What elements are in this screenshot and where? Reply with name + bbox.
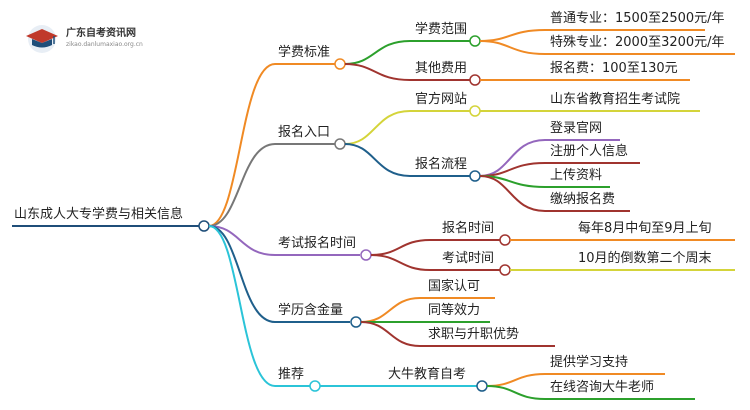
leaf-online-consult: 在线咨询大牛老师 xyxy=(550,380,655,395)
leaf-upload: 上传资料 xyxy=(550,168,603,183)
node-dot-range xyxy=(469,35,481,47)
leaf-registration-period: 每年8月中旬至9月上旬 xyxy=(578,221,712,236)
connector-root-time xyxy=(208,225,360,256)
leaf-study-support: 提供学习支持 xyxy=(550,355,629,370)
node-dot-daniu xyxy=(476,380,488,392)
node-dot-regtime xyxy=(499,234,511,246)
connector-root-recommend xyxy=(208,225,310,387)
node-process: 报名流程 xyxy=(415,157,468,172)
node-diploma-value: 学历含金量 xyxy=(278,303,344,318)
connector-range-special xyxy=(479,40,735,55)
connector-root-entry xyxy=(208,143,335,227)
node-official-site: 官方网站 xyxy=(415,92,468,107)
connector-time-exam xyxy=(370,254,500,271)
connector-root-fees xyxy=(208,63,335,227)
connector-fees-other xyxy=(344,63,470,81)
node-dot-process xyxy=(469,170,481,182)
connector-entry-site xyxy=(344,110,470,145)
leaf-exam-authority: 山东省教育招生考试院 xyxy=(550,92,681,107)
node-dot-entry xyxy=(334,138,346,150)
root-node-dot xyxy=(198,220,210,232)
node-dot-site xyxy=(469,105,481,117)
node-entry: 报名入口 xyxy=(278,125,331,140)
node-fee-range: 学费范围 xyxy=(415,22,468,37)
connector-entry-process xyxy=(344,143,470,177)
connector-process-pay xyxy=(479,175,630,212)
leaf-registration-fee: 报名费：100至130元 xyxy=(550,61,678,76)
leaf-normal-major: 普通专业：1500至2500元/年 xyxy=(550,11,725,26)
leaf-national-recognition: 国家认可 xyxy=(428,279,481,294)
graduation-cap-logo-icon xyxy=(26,25,58,53)
node-exam-schedule: 考试报名时间 xyxy=(278,236,357,251)
leaf-exam-period: 10月的倒数第二个周末 xyxy=(578,251,712,266)
connector-daniu-consult xyxy=(486,385,695,400)
node-dot-examtime xyxy=(499,264,511,276)
connector-fees-range xyxy=(344,40,470,65)
node-other-fees: 其他费用 xyxy=(415,61,468,76)
node-registration-time: 报名时间 xyxy=(442,221,495,236)
node-dot-time xyxy=(360,249,372,261)
node-recommend: 推荐 xyxy=(278,367,305,382)
connector-value-career xyxy=(360,321,555,347)
leaf-career-advantage: 求职与升职优势 xyxy=(428,327,520,342)
root-node: 山东成人大专学费与相关信息 xyxy=(14,207,184,222)
leaf-equal-validity: 同等效力 xyxy=(428,303,481,318)
node-dot-value xyxy=(350,316,362,328)
logo-subtitle: zikao.danlumaxiao.org.cn xyxy=(66,41,143,48)
leaf-pay-fee: 缴纳报名费 xyxy=(550,192,616,207)
leaf-register-info: 注册个人信息 xyxy=(550,144,629,159)
connector-time-reg xyxy=(370,239,500,256)
logo-title: 广东自考资讯网 xyxy=(66,28,136,39)
leaf-special-major: 特殊专业：2000至3200元/年 xyxy=(550,35,725,50)
connector-process-login xyxy=(479,139,620,177)
node-exam-time: 考试时间 xyxy=(442,251,495,266)
node-daniu-education: 大牛教育自考 xyxy=(388,367,467,382)
node-fees: 学费标准 xyxy=(278,45,331,60)
connector-root-value xyxy=(208,225,350,323)
node-dot-recommend xyxy=(309,380,321,392)
leaf-login: 登录官网 xyxy=(550,121,603,136)
node-dot-other xyxy=(469,74,481,86)
node-dot-fees xyxy=(334,58,346,70)
